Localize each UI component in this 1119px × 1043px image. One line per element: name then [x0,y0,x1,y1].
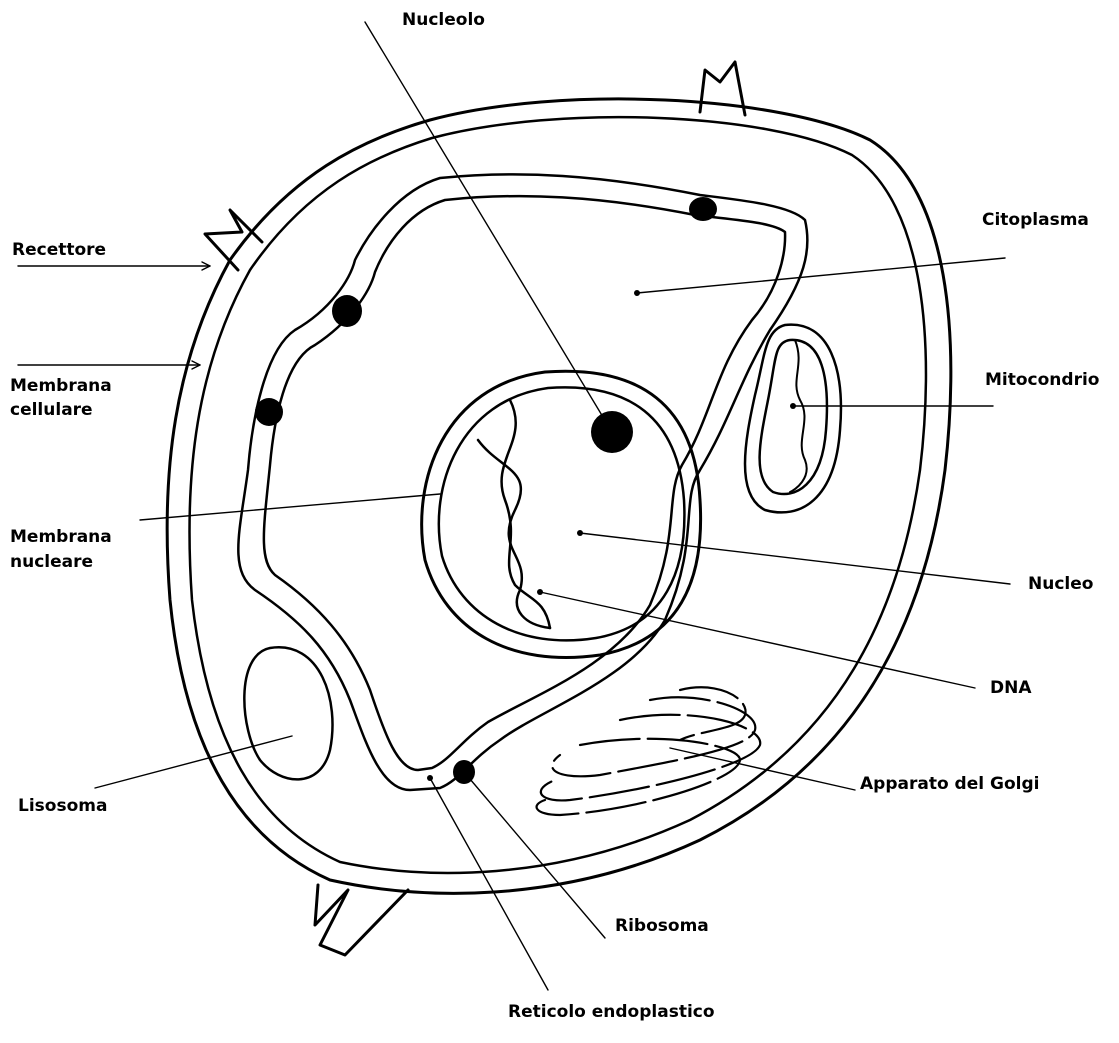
receptor-bottom [315,885,408,955]
endoplasmic-reticulum [238,174,807,790]
ribosome-2 [332,295,362,327]
receptor-left [205,210,262,270]
ribosome-1 [689,197,717,221]
label-nucleolo: Nucleolo [402,10,485,30]
label-membrana-cellulare-1: Membrana [10,376,112,396]
label-reticolo: Reticolo endoplastico [508,1002,715,1022]
label-ribosoma: Ribosoma [615,916,709,936]
label-nucleo: Nucleo [1028,574,1093,594]
label-recettore: Recettore [12,240,106,260]
label-dna: DNA [990,678,1032,698]
label-citoplasma: Citoplasma [982,210,1089,230]
ribosome-3 [255,398,283,426]
lysosome [244,647,332,779]
ribosomes [255,197,717,784]
golgi-apparatus [537,687,761,815]
label-membrana-nucleare-2: nucleare [10,552,93,572]
label-mitocondrio: Mitocondrio [985,370,1099,390]
leader-dots [427,290,796,781]
mitochondrion [745,325,841,513]
label-apparato-golgi: Apparato del Golgi [860,774,1039,794]
label-membrana-nucleare-1: Membrana [10,527,112,547]
label-membrana-cellulare-2: cellulare [10,400,93,420]
nucleus [422,371,701,657]
label-lisosoma: Lisosoma [18,796,107,816]
